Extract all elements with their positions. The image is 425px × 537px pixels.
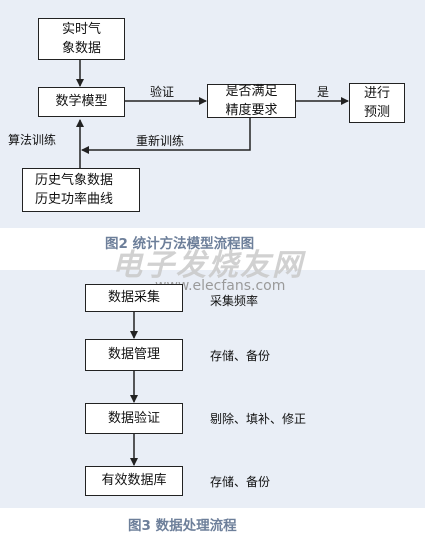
step-data-validation-label: 数据验证	[107, 410, 160, 426]
edge-label-verify: 验证	[150, 85, 175, 99]
step-data-collection: 数据采集	[85, 284, 183, 312]
step-valid-database-note: 存储、备份	[210, 475, 271, 489]
node-predict-line1: 进行	[363, 85, 390, 101]
step-data-collection-label: 数据采集	[107, 290, 160, 306]
edge-label-algo-train: 算法训练	[8, 133, 57, 147]
node-check-line2: 精度要求	[225, 103, 278, 118]
step-data-management-note: 存储、备份	[210, 349, 271, 363]
step-data-management: 数据管理	[85, 339, 183, 371]
node-realtime-line2: 象数据	[61, 41, 101, 56]
node-history-line2: 历史功率曲线	[35, 192, 114, 207]
figure3-caption: 图3 数据处理流程	[128, 518, 237, 534]
edge-label-yes: 是	[317, 85, 330, 99]
node-realtime-weather: 实时气 象数据	[38, 18, 125, 60]
node-accuracy-check: 是否满足 精度要求	[207, 84, 296, 118]
step-data-validation-note: 剔除、填补、修正	[210, 412, 307, 426]
node-realtime-line1: 实时气	[61, 21, 101, 37]
step-valid-database: 有效数据库	[85, 466, 183, 496]
node-predict: 进行 预测	[349, 83, 405, 123]
node-math-model: 数学模型	[38, 87, 125, 117]
node-history-data: 历史气象数据 历史功率曲线	[22, 168, 140, 212]
watermark-logo: 电子发烧友网	[112, 248, 304, 283]
step-data-collection-note: 采集频率	[210, 294, 259, 308]
node-predict-line2: 预测	[363, 105, 390, 120]
step-valid-database-label: 有效数据库	[101, 473, 167, 489]
node-history-line1: 历史气象数据	[35, 172, 114, 188]
watermark-url: www.elecfans.com	[155, 278, 286, 294]
step-data-validation: 数据验证	[85, 403, 183, 434]
step-data-management-label: 数据管理	[107, 347, 160, 363]
figure3-panel	[0, 270, 425, 508]
edge-label-retrain: 重新训练	[136, 134, 185, 148]
figure2-caption: 图2 统计方法模型流程图	[105, 236, 255, 252]
node-check-line1: 是否满足	[225, 83, 278, 99]
arrow-retrain-loop	[81, 118, 251, 154]
node-math-model-label: 数学模型	[55, 94, 108, 110]
